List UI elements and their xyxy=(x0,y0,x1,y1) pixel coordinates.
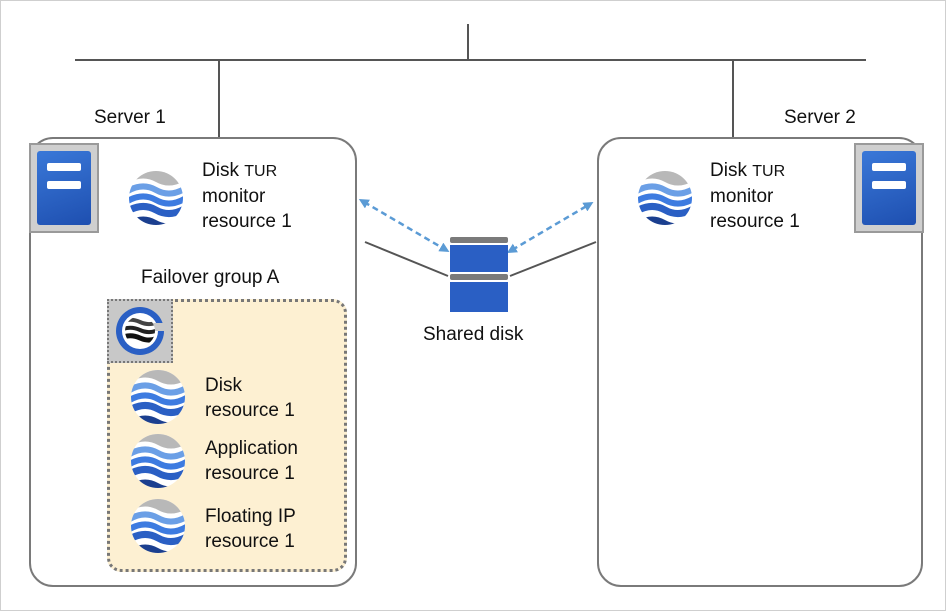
monitor-line3: resource 1 xyxy=(202,211,292,232)
server2-monitor-arrow xyxy=(506,201,594,254)
resource-line1: Disk xyxy=(205,375,242,396)
resource-icon xyxy=(131,499,185,553)
monitor-line3: resource 1 xyxy=(710,211,800,232)
resource-line1: Floating IP xyxy=(205,506,296,527)
failover-group-title: Failover group A xyxy=(141,267,280,288)
group-icon xyxy=(107,299,173,363)
monitor-resource-icon xyxy=(129,171,183,225)
monitor-tur: TUR xyxy=(244,163,278,180)
resource-icon xyxy=(131,434,185,488)
shared-disk-label: Shared disk xyxy=(423,324,524,345)
monitor-line1: Disk xyxy=(710,160,747,181)
resource-line2: resource 1 xyxy=(205,400,295,421)
resource-icon xyxy=(131,370,185,424)
monitor-line2: monitor xyxy=(202,186,266,207)
resource-label-application: Application resource 1 xyxy=(205,436,298,486)
monitor-line2: monitor xyxy=(710,186,774,207)
server1-disk-link xyxy=(364,241,449,277)
server1-monitor-arrow xyxy=(358,198,450,253)
resource-line2: resource 1 xyxy=(205,531,295,552)
resource-label-disk: Disk resource 1 xyxy=(205,373,295,423)
server-icon xyxy=(854,143,924,233)
resource-line2: resource 1 xyxy=(205,463,295,484)
resource-label-floating-ip: Floating IP resource 1 xyxy=(205,504,296,554)
monitor-resource-icon xyxy=(638,171,692,225)
server2-label: Server 2 xyxy=(784,107,856,128)
monitor-tur: TUR xyxy=(752,163,786,180)
server1-label: Server 1 xyxy=(94,107,166,128)
server1-monitor-label: Disk TUR monitor resource 1 xyxy=(202,158,292,234)
server2-monitor-label: Disk TUR monitor resource 1 xyxy=(710,158,800,234)
monitor-line1: Disk xyxy=(202,160,239,181)
server2-disk-link xyxy=(509,241,597,277)
server-icon xyxy=(29,143,99,233)
shared-disk-icon xyxy=(450,237,508,312)
resource-line1: Application xyxy=(205,438,298,459)
